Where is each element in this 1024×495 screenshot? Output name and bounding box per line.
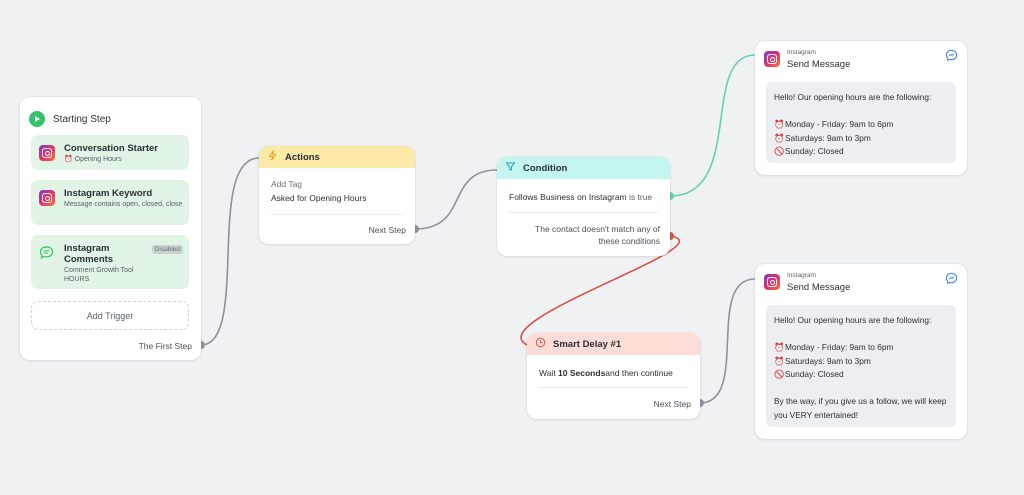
link-delay-to-message: [699, 278, 756, 404]
smart-delay-header: Smart Delay #1: [527, 333, 700, 355]
delay-duration: 10 Seconds: [558, 368, 606, 378]
instagram-icon: [764, 51, 780, 67]
prohibited-icon: 🚫: [774, 369, 785, 379]
condition-header: Condition: [497, 157, 670, 179]
trigger-subtitle: ⏰ Opening Hours: [64, 156, 122, 163]
chat-bubble-icon: [39, 245, 54, 265]
messenger-icon: [945, 49, 958, 67]
message-bubble[interactable]: Hello! Our opening hours are the followi…: [766, 305, 956, 427]
messenger-icon: [945, 272, 958, 290]
hours-text: Sunday: Closed: [785, 369, 844, 379]
action-value: Asked for Opening Hours: [271, 193, 367, 203]
trigger-instagram-keyword[interactable]: Instagram Keyword Message contains open,…: [31, 180, 189, 225]
delay-prefix: Wait: [539, 368, 559, 378]
actions-header: Actions: [259, 146, 415, 168]
link-condition-true-to-message: [669, 54, 756, 197]
actions-title: Actions: [285, 151, 320, 163]
add-trigger-button[interactable]: Add Trigger: [31, 301, 189, 330]
condition-title: Condition: [523, 162, 568, 174]
hours-text: Monday - Friday: 9am to 6pm: [785, 119, 894, 129]
smart-delay-title: Smart Delay #1: [553, 338, 622, 350]
trigger-title: Instagram Keyword: [64, 188, 153, 199]
hours-line: 🚫Sunday: Closed: [774, 145, 948, 159]
channel-label: Instagram: [787, 272, 816, 279]
condition-rule-suffix: is true: [626, 192, 653, 202]
actions-node[interactable]: Actions Add Tag Asked for Opening Hours …: [259, 146, 415, 244]
trigger-title: Conversation Starter: [64, 143, 158, 154]
alarm-clock-icon: ⏰: [774, 119, 785, 129]
hours-line: 🚫Sunday: Closed: [774, 368, 948, 382]
hours-text: Saturdays: 9am to 3pm: [785, 132, 871, 143]
message-footer: By the way, if you give us a follow, we …: [774, 396, 947, 420]
hours-text: Sunday: Closed: [785, 146, 844, 156]
delay-suffix: and then continue: [605, 368, 673, 378]
condition-fallback: The contact doesn't match any of these c…: [535, 224, 660, 246]
trigger-subtitle: Message contains open, closed, close: [64, 201, 183, 208]
link-actions-to-condition: [414, 169, 498, 230]
next-step-label: Next Step: [653, 399, 691, 409]
divider: [509, 212, 658, 213]
next-step-label: Next Step: [368, 225, 406, 235]
condition-rule-main: Follows Business on Instagram: [509, 192, 627, 202]
instagram-icon: [39, 190, 55, 206]
send-message-header: Instagram Send Message: [755, 41, 967, 77]
send-message-title: Send Message: [787, 282, 851, 293]
starting-step-header: Starting Step: [20, 97, 201, 131]
trigger-instagram-comments[interactable]: Instagram Comments Comment Growth Tool H…: [31, 235, 189, 289]
filter-icon: [505, 161, 516, 175]
delay-description: Wait 10 Secondsand then continue: [539, 368, 673, 378]
hours-line: ⏰Monday - Friday: 9am to 6pm: [774, 341, 948, 355]
action-label: Add Tag: [271, 179, 303, 189]
send-message-node[interactable]: Instagram Send Message Hello! Our openin…: [755, 41, 967, 175]
trigger-conversation-starter[interactable]: Conversation Starter ⏰ Opening Hours: [31, 135, 189, 170]
trigger-subtitle: Comment Growth Tool HOURS: [64, 267, 134, 283]
smart-delay-node[interactable]: Smart Delay #1 Wait 10 Secondsand then c…: [527, 333, 700, 419]
condition-rule[interactable]: Follows Business on Instagram is true: [509, 192, 652, 202]
message-greeting: Hello! Our opening hours are the followi…: [774, 92, 932, 102]
starting-step-title: Starting Step: [53, 113, 111, 125]
hours-line: ⏰Saturdays: 9am to 3pm: [774, 355, 948, 369]
play-icon: [29, 111, 45, 127]
lightning-icon: [267, 150, 278, 164]
hours-text: Saturdays: 9am to 3pm: [785, 355, 871, 366]
send-message-title: Send Message: [787, 59, 851, 70]
channel-label: Instagram: [787, 49, 816, 56]
clock-icon: [535, 337, 546, 351]
disabled-badge: Disabled: [151, 245, 183, 254]
starting-step-node[interactable]: Starting Step Conversation Starter ⏰ Ope…: [20, 97, 201, 360]
alarm-clock-icon: ⏰: [774, 355, 785, 366]
condition-node[interactable]: Condition Follows Business on Instagram …: [497, 157, 670, 256]
message-bubble[interactable]: Hello! Our opening hours are the followi…: [766, 82, 956, 163]
instagram-icon: [39, 145, 55, 161]
send-message-header: Instagram Send Message: [755, 264, 967, 300]
alarm-clock-icon: ⏰: [774, 132, 785, 143]
first-step-label: The First Step: [138, 341, 192, 351]
hours-text: Monday - Friday: 9am to 6pm: [785, 342, 894, 352]
divider: [271, 214, 403, 215]
divider: [539, 387, 688, 388]
link-start-to-actions: [200, 157, 260, 346]
hours-line: ⏰Monday - Friday: 9am to 6pm: [774, 118, 948, 132]
prohibited-icon: 🚫: [774, 146, 785, 156]
send-message-node[interactable]: Instagram Send Message Hello! Our openin…: [755, 264, 967, 439]
trigger-title: Instagram Comments: [64, 243, 114, 265]
message-greeting: Hello! Our opening hours are the followi…: [774, 315, 932, 325]
hours-line: ⏰Saturdays: 9am to 3pm: [774, 132, 948, 146]
alarm-clock-icon: ⏰: [774, 342, 785, 352]
instagram-icon: [764, 274, 780, 290]
